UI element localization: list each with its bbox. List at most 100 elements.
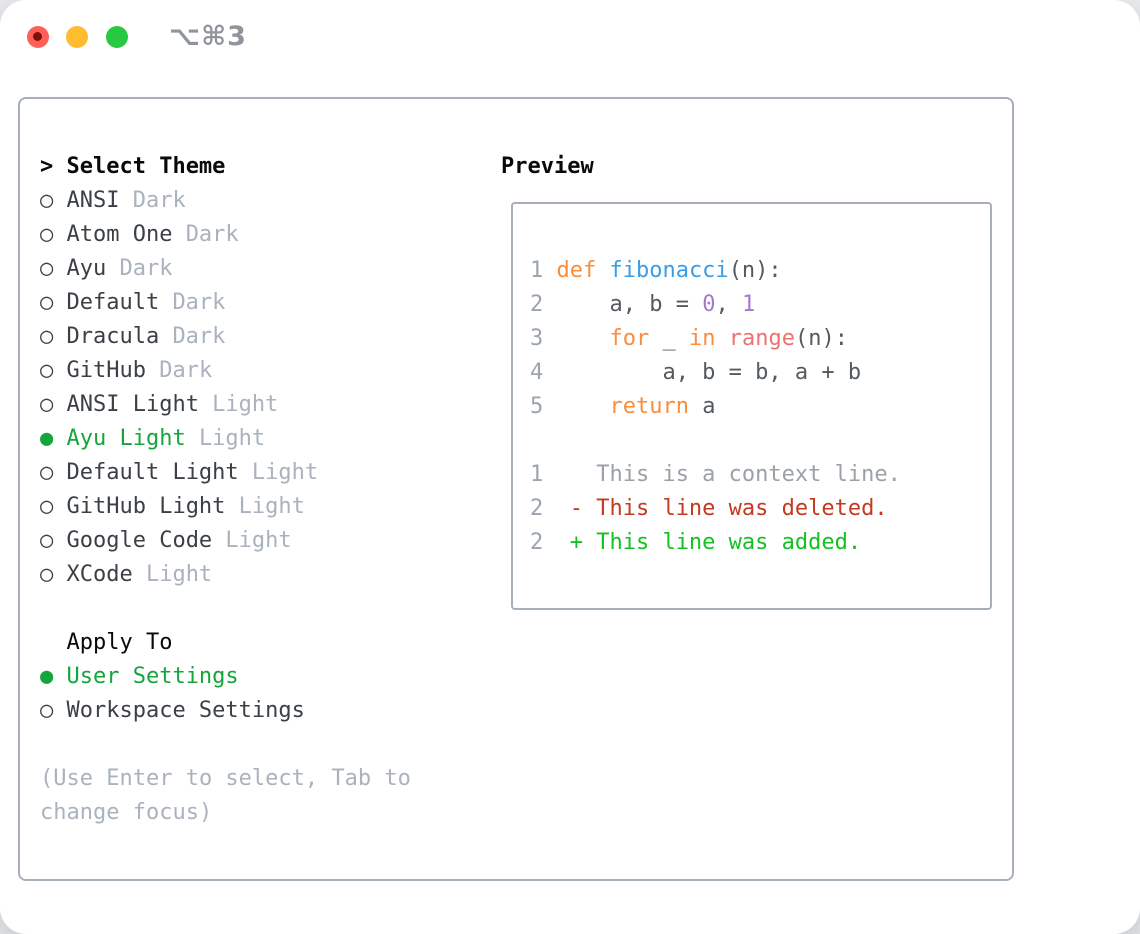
usage-hint-line-2: change focus) bbox=[40, 800, 213, 825]
theme-name: Default bbox=[66, 290, 160, 315]
radio-icon: ○ bbox=[40, 562, 54, 587]
theme-option-default-light[interactable]: ○ Default Light Light bbox=[40, 456, 411, 490]
radio-icon: ○ bbox=[40, 222, 54, 247]
theme-name: XCode bbox=[66, 562, 133, 587]
code-token: This is a context line. bbox=[556, 462, 901, 487]
theme-tag: Light bbox=[198, 426, 266, 451]
apply-option-workspace-settings[interactable]: ○Workspace Settings bbox=[40, 694, 411, 728]
theme-option-ayu-light[interactable]: ● Ayu Light Light bbox=[40, 422, 411, 456]
line-number: 3 bbox=[530, 326, 544, 351]
selected-radio-icon: ● bbox=[40, 426, 54, 451]
theme-name: Default Light bbox=[66, 460, 239, 485]
line-number: 4 bbox=[530, 360, 544, 385]
code-line-content: a, b = 0, 1 bbox=[556, 292, 755, 317]
code-token: _ bbox=[649, 326, 689, 351]
theme-option-default-dark[interactable]: ○ Default Dark bbox=[40, 286, 411, 320]
code-line: 1 def fibonacci(n): bbox=[530, 254, 901, 288]
radio-icon: ○ bbox=[40, 494, 54, 519]
zoom-button[interactable] bbox=[106, 26, 128, 48]
code-token: for bbox=[609, 326, 650, 351]
theme-name: ANSI bbox=[66, 188, 120, 213]
code-line-content: for _ in range(n): bbox=[556, 326, 847, 351]
code-line: 4 a, b = b, a + b bbox=[530, 356, 901, 390]
usage-hint-line-1: (Use Enter to select, Tab to bbox=[40, 766, 411, 791]
code-token: a, b = b, a + b bbox=[556, 360, 862, 385]
theme-name: Google Code bbox=[66, 528, 213, 553]
code-token bbox=[556, 326, 609, 351]
line-number: 2 bbox=[530, 292, 544, 317]
theme-tag: Dark bbox=[172, 324, 226, 349]
code-token: + This line was added. bbox=[556, 530, 862, 555]
line-number: 2 bbox=[530, 530, 544, 555]
line-number: 1 bbox=[530, 258, 544, 283]
select-theme-header: > Select Theme bbox=[40, 150, 411, 184]
theme-tag: Light bbox=[238, 494, 305, 519]
code-line-content: a, b = b, a + b bbox=[556, 360, 861, 385]
theme-tag: Light bbox=[212, 392, 279, 417]
minimize-button[interactable] bbox=[66, 26, 88, 48]
code-line: 3 for _ in range(n): bbox=[530, 322, 901, 356]
apply-to-header: Apply To bbox=[40, 626, 411, 660]
theme-tag: Light bbox=[145, 562, 213, 587]
apply-option-label: Workspace Settings bbox=[66, 698, 305, 723]
code-line: 5 return a bbox=[530, 390, 901, 424]
theme-tag: Dark bbox=[132, 188, 186, 213]
code-line-content: def fibonacci(n): bbox=[556, 258, 781, 283]
spacer bbox=[40, 728, 411, 762]
diff-line-content: This is a context line. bbox=[556, 462, 901, 487]
theme-name: Ayu Light bbox=[66, 426, 186, 451]
select-theme-header-label: Select Theme bbox=[66, 154, 226, 179]
radio-icon: ○ bbox=[40, 460, 54, 485]
code-token: (n): bbox=[728, 258, 782, 283]
apply-option-label: User Settings bbox=[66, 664, 239, 689]
spacer bbox=[40, 592, 411, 626]
preview-header: Preview bbox=[501, 154, 594, 179]
code-token bbox=[715, 326, 728, 351]
code-token: 1 bbox=[741, 292, 756, 317]
code-line-content: return a bbox=[556, 394, 715, 419]
code-token: 0 bbox=[702, 292, 716, 317]
theme-option-github-light[interactable]: ○ GitHub Light Light bbox=[40, 490, 411, 524]
window-title: ⌥⌘3 bbox=[169, 21, 247, 52]
theme-tag: Dark bbox=[119, 256, 173, 281]
theme-name: ANSI Light bbox=[66, 392, 199, 417]
radio-icon: ○ bbox=[40, 188, 54, 213]
code-token: a, b = bbox=[556, 292, 703, 317]
theme-tag: Dark bbox=[159, 358, 213, 383]
close-button[interactable] bbox=[27, 26, 49, 48]
code-line: 2 a, b = 0, 1 bbox=[530, 288, 901, 322]
theme-option-ansi-light[interactable]: ○ ANSI Light Light bbox=[40, 388, 411, 422]
radio-icon: ○ bbox=[40, 290, 54, 315]
theme-tag: Light bbox=[251, 460, 319, 485]
code-token: return bbox=[609, 394, 689, 419]
code-token: in bbox=[688, 326, 716, 351]
theme-tag: Dark bbox=[172, 290, 226, 315]
apply-option-user-settings[interactable]: ● User Settings bbox=[40, 660, 411, 694]
code-token: a bbox=[688, 394, 716, 419]
theme-option-xcode[interactable]: ○ XCode Light bbox=[40, 558, 411, 592]
diff-line-added: 2 + This line was added. bbox=[530, 526, 901, 560]
diff-line-content: - This line was deleted. bbox=[556, 496, 888, 521]
cursor-icon: > bbox=[40, 154, 54, 179]
selected-radio-icon: ● bbox=[40, 664, 54, 689]
theme-name: Ayu bbox=[66, 256, 107, 281]
code-token: range bbox=[728, 326, 795, 351]
theme-name: GitHub Light bbox=[66, 494, 226, 519]
line-number: 5 bbox=[530, 394, 544, 419]
diff-line-context: 1 This is a context line. bbox=[530, 458, 901, 492]
code-token: fibonacci bbox=[609, 258, 729, 283]
code-token: def bbox=[556, 258, 610, 283]
code-token: (n): bbox=[794, 326, 848, 351]
code-token bbox=[556, 394, 609, 419]
radio-icon: ○ bbox=[40, 324, 54, 349]
radio-icon: ○ bbox=[40, 392, 54, 417]
theme-option-ansi-dark[interactable]: ○ ANSI Dark bbox=[40, 184, 411, 218]
